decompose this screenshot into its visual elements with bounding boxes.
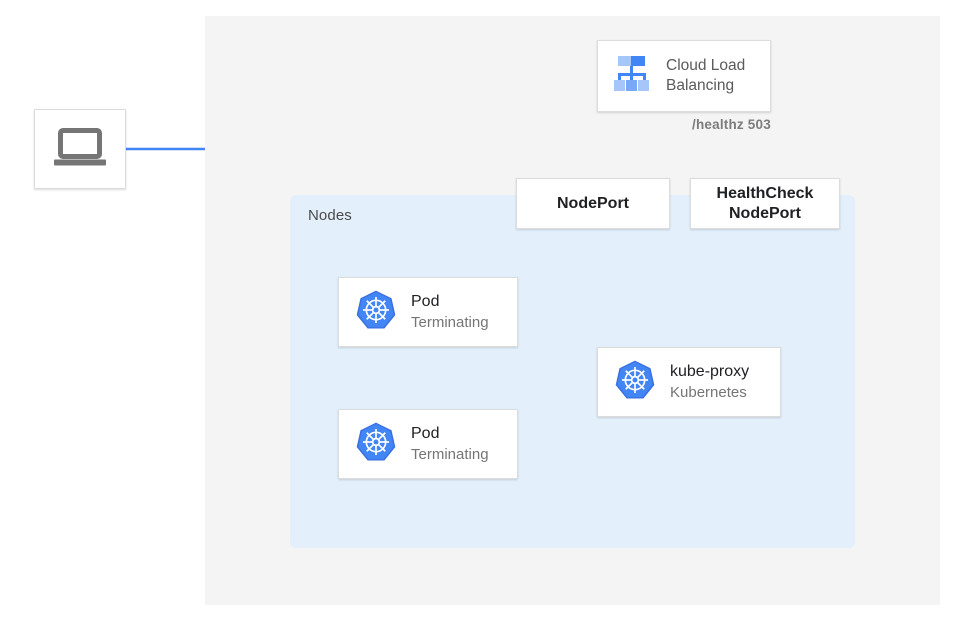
pod-label-group: Pod Terminating: [411, 424, 489, 463]
healthcheck-nodeport-label: HealthCheck NodePort: [717, 184, 814, 223]
client-node[interactable]: [34, 109, 126, 189]
kube-proxy-subtitle: Kubernetes: [670, 383, 747, 401]
kubernetes-icon: [614, 359, 656, 406]
cloud-load-balancing-line1: Cloud Load: [666, 56, 746, 74]
kube-proxy-title: kube-proxy: [670, 363, 750, 381]
laptop-icon: [52, 126, 108, 173]
healthz-503-label: /healthz 503: [692, 117, 771, 132]
pod-title: Pod: [411, 293, 440, 311]
pod-label-group: Pod Terminating: [411, 292, 489, 331]
kubernetes-icon: [355, 421, 397, 468]
kube-proxy-label-group: kube-proxy Kubernetes: [670, 362, 749, 401]
pod-status: Terminating: [411, 313, 489, 331]
pod-node[interactable]: Pod Terminating: [338, 277, 518, 347]
cloud-load-balancing-line2: Balancing: [666, 77, 735, 94]
healthcheck-nodeport-line2: NodePort: [728, 204, 801, 222]
healthcheck-nodeport-node[interactable]: HealthCheck NodePort: [690, 178, 840, 229]
cloud-load-balancing-icon: [610, 54, 654, 99]
nodeport-node[interactable]: NodePort: [516, 178, 670, 229]
healthcheck-nodeport-line1: HealthCheck: [716, 184, 814, 202]
nodeport-label: NodePort: [557, 194, 629, 212]
pod-node[interactable]: Pod Terminating: [338, 409, 518, 479]
kube-proxy-node[interactable]: kube-proxy Kubernetes: [597, 347, 781, 417]
nodes-label: Nodes: [308, 207, 352, 224]
cloud-load-balancing-node[interactable]: Cloud Load Balancing: [597, 40, 771, 112]
cloud-load-balancing-label: Cloud Load Balancing: [666, 56, 745, 97]
kubernetes-icon: [355, 289, 397, 336]
pod-title: Pod: [411, 425, 440, 443]
pod-status: Terminating: [411, 445, 489, 463]
